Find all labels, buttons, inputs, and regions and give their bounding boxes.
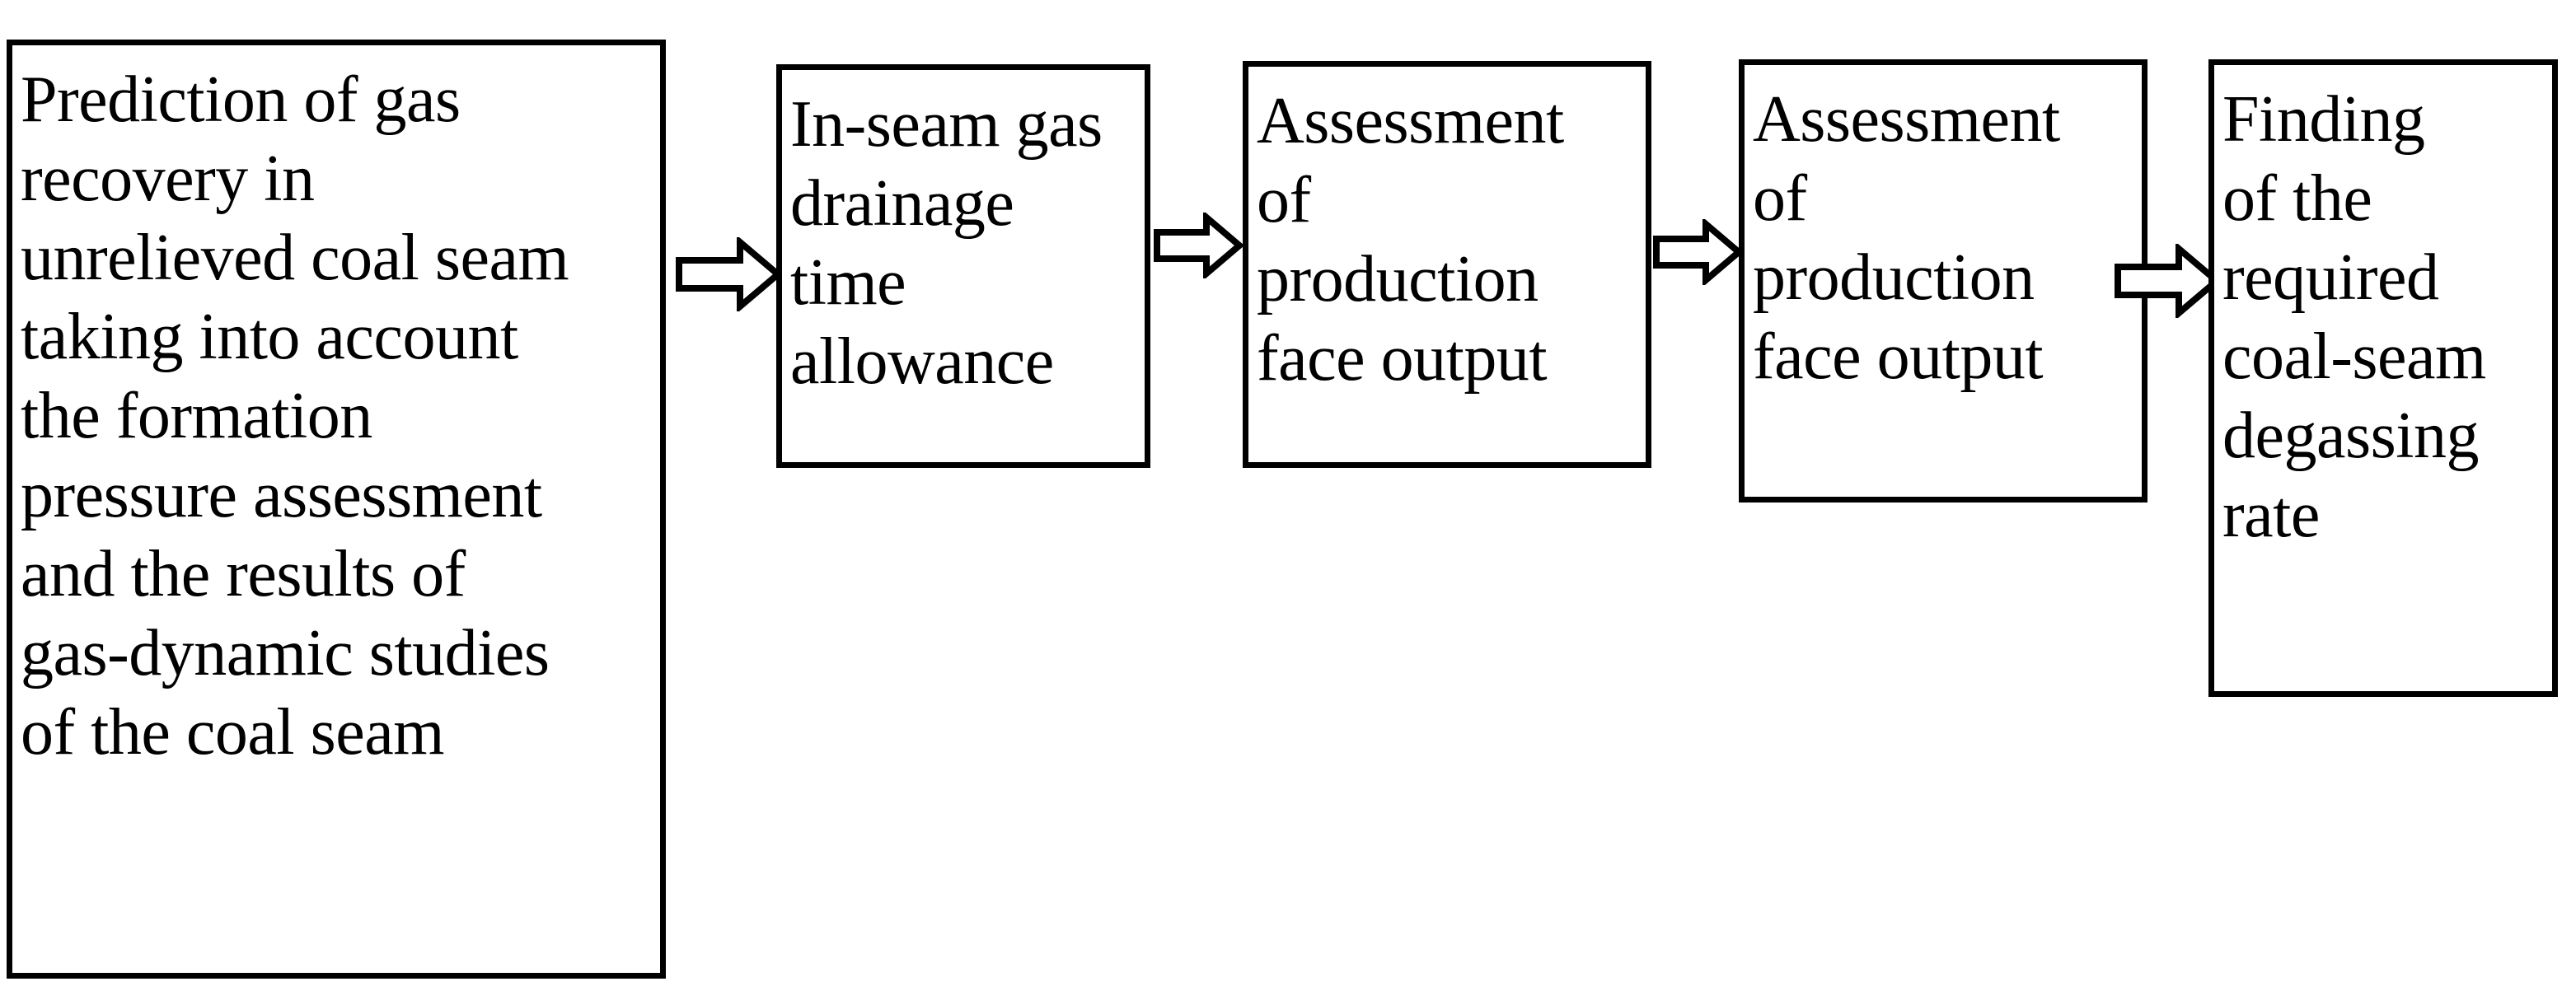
step-2-line-2: drainage — [790, 167, 1014, 240]
arrow-right-icon-2 — [1154, 213, 1244, 278]
step-5-line-4: coal-seam — [2222, 320, 2486, 393]
step-3-line-2: of — [1257, 164, 1311, 236]
arrow-right-icon-4 — [2115, 244, 2222, 318]
step-box-5: Finding of the required coal-seam degass… — [2208, 59, 2558, 697]
arrow-right-icon-1 — [676, 237, 783, 311]
step-box-3: Assessment of production face output — [1243, 61, 1651, 468]
step-1-line-8: gas-dynamic studies — [21, 617, 550, 689]
step-1-line-5: the formation — [21, 380, 372, 452]
step-4-line-1: Assessment — [1753, 83, 2060, 156]
step-2-line-1: In-seam gas — [790, 88, 1103, 161]
step-box-4: Assessment of production face output — [1739, 59, 2147, 502]
step-1-line-4: taking into account — [21, 301, 518, 373]
step-4-line-4: face output — [1753, 320, 2044, 393]
step-5-line-5: degassing — [2222, 400, 2480, 472]
step-1-line-1: Prediction of gas — [21, 63, 461, 136]
step-5-line-6: rate — [2222, 479, 2320, 551]
step-1-line-9: of the coal seam — [21, 696, 445, 769]
step-1-line-2: recovery in — [21, 143, 315, 215]
step-4-line-2: of — [1753, 162, 1807, 235]
step-box-2: In-seam gas drainage time allowance — [776, 64, 1150, 468]
step-1-line-6: pressure assessment — [21, 459, 542, 531]
step-3-line-3: production — [1257, 243, 1539, 316]
step-1-line-7: and the results of — [21, 538, 466, 610]
step-2-line-3: time — [790, 246, 906, 319]
step-2-line-4: allowance — [790, 325, 1054, 398]
step-box-1: Prediction of gas recovery in unrelieved… — [7, 40, 666, 979]
step-3-line-4: face output — [1257, 322, 1548, 395]
step-1-line-3: unrelieved coal seam — [21, 222, 569, 294]
step-3-line-1: Assessment — [1257, 85, 1564, 157]
step-5-line-2: of the — [2222, 162, 2372, 235]
step-4-line-3: production — [1753, 241, 2035, 314]
step-5-line-1: Finding — [2222, 83, 2425, 156]
step-5-line-3: required — [2222, 241, 2439, 314]
arrow-right-icon-3 — [1653, 219, 1744, 285]
